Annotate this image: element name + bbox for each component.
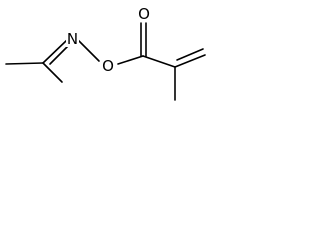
bond-n-o bbox=[77, 39, 100, 62]
chemical-structure-diagram: N O O bbox=[5, 4, 206, 101]
bond-o-carbonyl bbox=[117, 55, 144, 65]
nitrogen-atom: N bbox=[66, 29, 79, 48]
bond-methyl-a bbox=[5, 62, 44, 65]
bond-c-ch2-double-outer bbox=[174, 54, 206, 68]
nitrogen-atom-label: N bbox=[67, 30, 78, 48]
bond-carbonyl-alpha bbox=[142, 55, 176, 68]
bond-methyl-b bbox=[42, 62, 63, 83]
ester-oxygen-atom-label: O bbox=[102, 57, 114, 75]
carbonyl-oxygen-atom: O bbox=[137, 4, 151, 23]
carbonyl-oxygen-atom-label: O bbox=[138, 5, 150, 23]
ester-oxygen-atom: O bbox=[101, 56, 115, 75]
bond-c-n-double-inner bbox=[49, 45, 69, 65]
bond-c-n-double-outer bbox=[42, 39, 68, 64]
bond-c-ch2-double-inner bbox=[176, 48, 204, 61]
